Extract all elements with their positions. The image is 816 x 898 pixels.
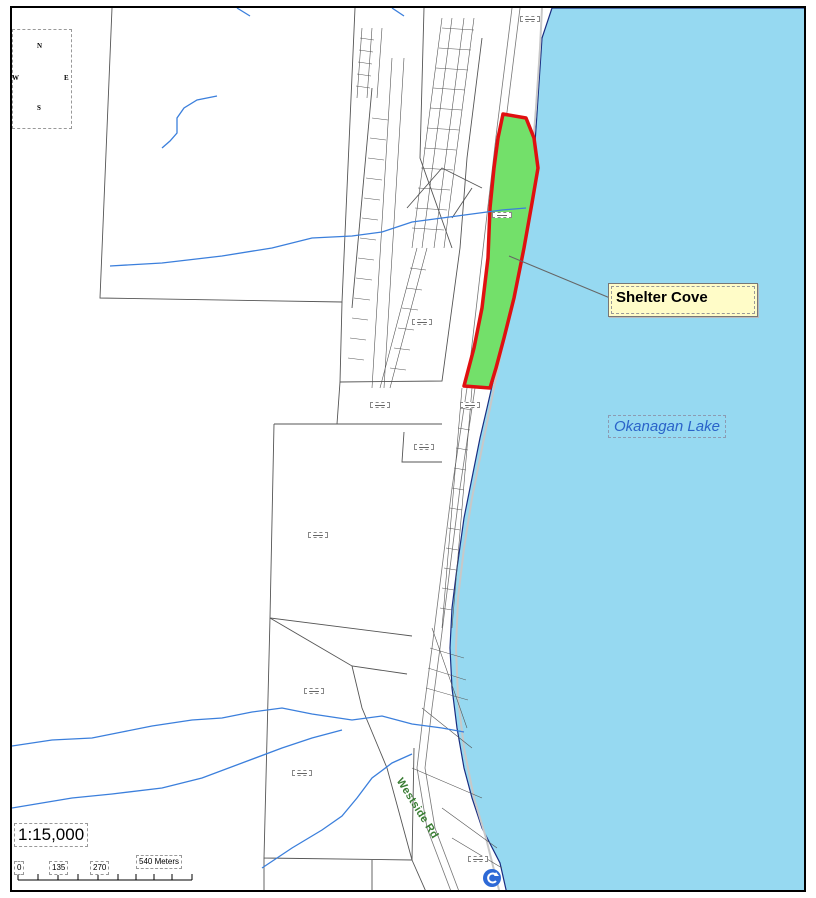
scale-tick-540: 540 Meters <box>136 855 183 869</box>
parcel-lines <box>99 8 483 890</box>
compass-north-label: N <box>37 42 43 50</box>
okanagan-lake-label: Okanagan Lake <box>608 415 726 438</box>
parcel-id-tag <box>304 688 324 694</box>
parcel-id-tag <box>308 532 328 538</box>
parcel-id-tag <box>370 402 390 408</box>
lot-hatching <box>347 27 475 701</box>
parcel-id-tag <box>412 319 432 325</box>
parcel-id-tag <box>520 16 540 22</box>
scale-bar <box>17 874 193 881</box>
compass-box <box>12 29 72 129</box>
parcel-id-tag <box>292 770 312 776</box>
compass-south-label: S <box>37 104 41 112</box>
parcel-id-tag <box>468 856 488 862</box>
shelter-cove-label: Shelter Cove <box>616 289 708 306</box>
scale-tick-135: 135 <box>49 861 69 875</box>
scale-tick-0: 0 <box>14 861 25 875</box>
compass-east-label: E <box>64 74 69 82</box>
streams <box>12 8 527 869</box>
rotate-map-icon <box>483 869 501 887</box>
small-lots <box>356 17 503 869</box>
parcel-id-tag <box>492 212 512 218</box>
scale-ratio: 1:15,000 <box>14 823 89 847</box>
callout-leader <box>508 255 611 299</box>
shelter-cove-callout[interactable]: Shelter Cove <box>608 283 758 317</box>
scale-tick-270: 270 <box>90 861 110 875</box>
parcel-id-tag <box>414 444 434 450</box>
parcel-id-tag <box>460 402 480 408</box>
map-frame[interactable]: N S E W Shelter Cove Okanagan Lake Wests… <box>10 6 806 892</box>
compass-west-label: W <box>12 74 19 82</box>
shelter-cove-parcel <box>462 112 540 390</box>
map-canvas[interactable] <box>12 8 806 892</box>
